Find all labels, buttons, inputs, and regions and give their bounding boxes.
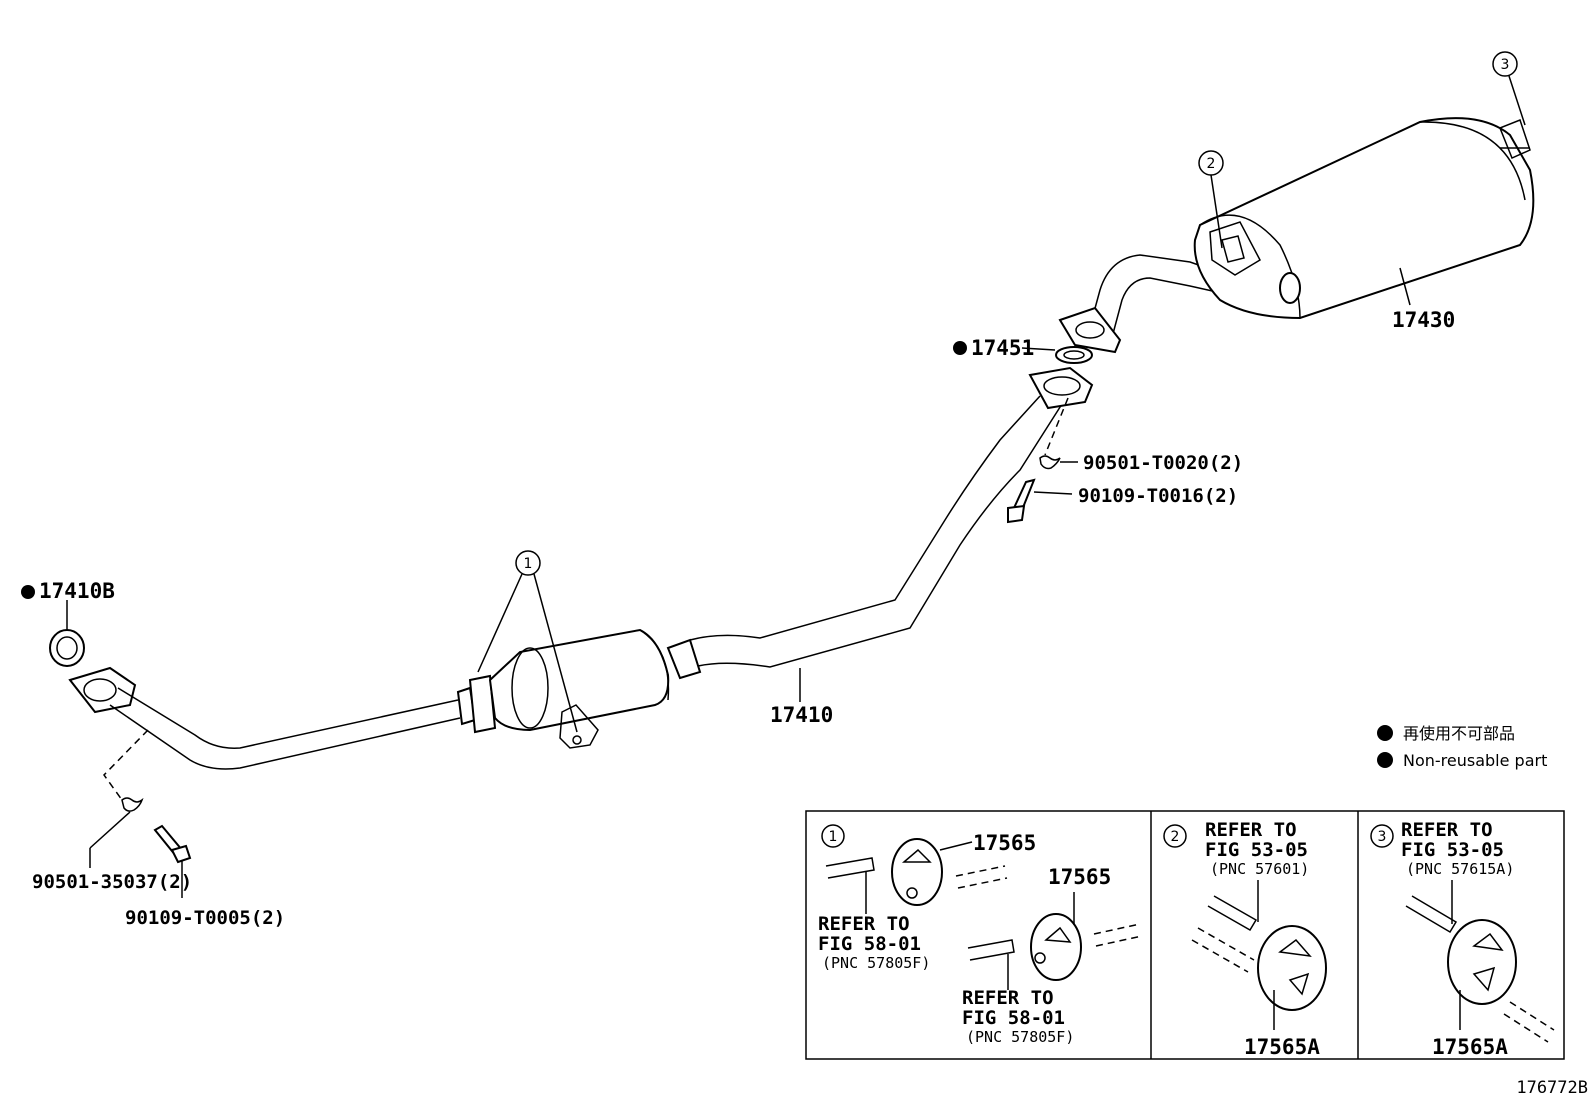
inset-3-label-17565a: 17565A [1432,1035,1508,1059]
callout-3-number: 3 [1501,57,1510,73]
inset-1-ref-1-line-3: (PNC 57805F) [822,954,930,972]
legend: 再使用不可部品 Non-reusable part [1377,724,1547,770]
non-reusable-dot [953,341,967,355]
label-90109-t0005: 90109-T0005(2) [125,907,285,929]
inset-1-ref-2-line-3: (PNC 57805F) [966,1028,1074,1046]
inset-1-label-17565-b: 17565 [1048,865,1111,889]
spring-90501-t0020 [1039,455,1078,470]
figure-id: 176772B [1516,1078,1588,1098]
inset-1-label-17565-a: 17565 [973,831,1036,855]
legend-en: Non-reusable part [1403,751,1547,770]
callout-1: 1 [477,550,578,733]
callout-2-number: 2 [1207,156,1216,172]
inset-1: 1 17565 REFER TO FIG 58-01 (PNC 57805F) … [818,824,1143,1046]
inset-2-ref-line-1: REFER TO [1205,819,1297,841]
inset-1-ref-1-line-1: REFER TO [818,913,910,935]
gasket-17410b [49,629,85,667]
tailpipe-muffler-17430 [1058,117,1535,354]
inset-3: 3 REFER TO FIG 53-05 (PNC 57615A) 17565A [1370,819,1555,1059]
front-exhaust-pipe [68,366,1094,770]
inset-2-ref-line-3: (PNC 57601) [1210,860,1309,878]
bolt-90109-t0016 [1007,478,1073,524]
inset-2-ref-line-2: FIG 53-05 [1205,839,1308,861]
inset-3-ref-line-1: REFER TO [1401,819,1493,841]
spring-90501-35037 [89,797,144,868]
inset-1-ref-1-line-2: FIG 58-01 [818,933,921,955]
label-17430: 17430 [1392,308,1455,332]
inset-1-ref-2-line-2: FIG 58-01 [962,1007,1065,1029]
label-90501-35037: 90501-35037(2) [32,871,192,893]
inset-2: 2 REFER TO FIG 53-05 (PNC 57601) 17565A [1163,819,1327,1059]
label-17410b: 17410B [39,579,115,603]
inset-2-number: 2 [1171,829,1180,845]
label-90501-t0020: 90501-T0020(2) [1083,452,1243,474]
gasket-17451 [1055,346,1093,364]
non-reusable-dot [21,585,35,599]
inset-panels: 1 17565 REFER TO FIG 58-01 (PNC 57805F) … [805,810,1565,1060]
callout-1-number: 1 [524,556,533,572]
inset-3-number: 3 [1378,829,1387,845]
callout-2: 2 [1198,150,1224,249]
legend-jp: 再使用不可部品 [1403,724,1515,743]
inset-2-label-17565a: 17565A [1244,1035,1320,1059]
inset-3-ref-line-2: FIG 53-05 [1401,839,1504,861]
label-17410: 17410 [770,703,833,727]
label-17451: 17451 [971,336,1034,360]
inset-3-ref-line-3: (PNC 57615A) [1406,860,1514,878]
legend-dot [1377,725,1393,741]
inset-1-number: 1 [829,829,838,845]
bolt-90109-t0005 [153,824,192,898]
label-90109-t0016: 90109-T0016(2) [1078,485,1238,507]
legend-dot [1377,752,1393,768]
inset-1-ref-2-line-1: REFER TO [962,987,1054,1009]
callout-3: 3 [1492,51,1526,126]
